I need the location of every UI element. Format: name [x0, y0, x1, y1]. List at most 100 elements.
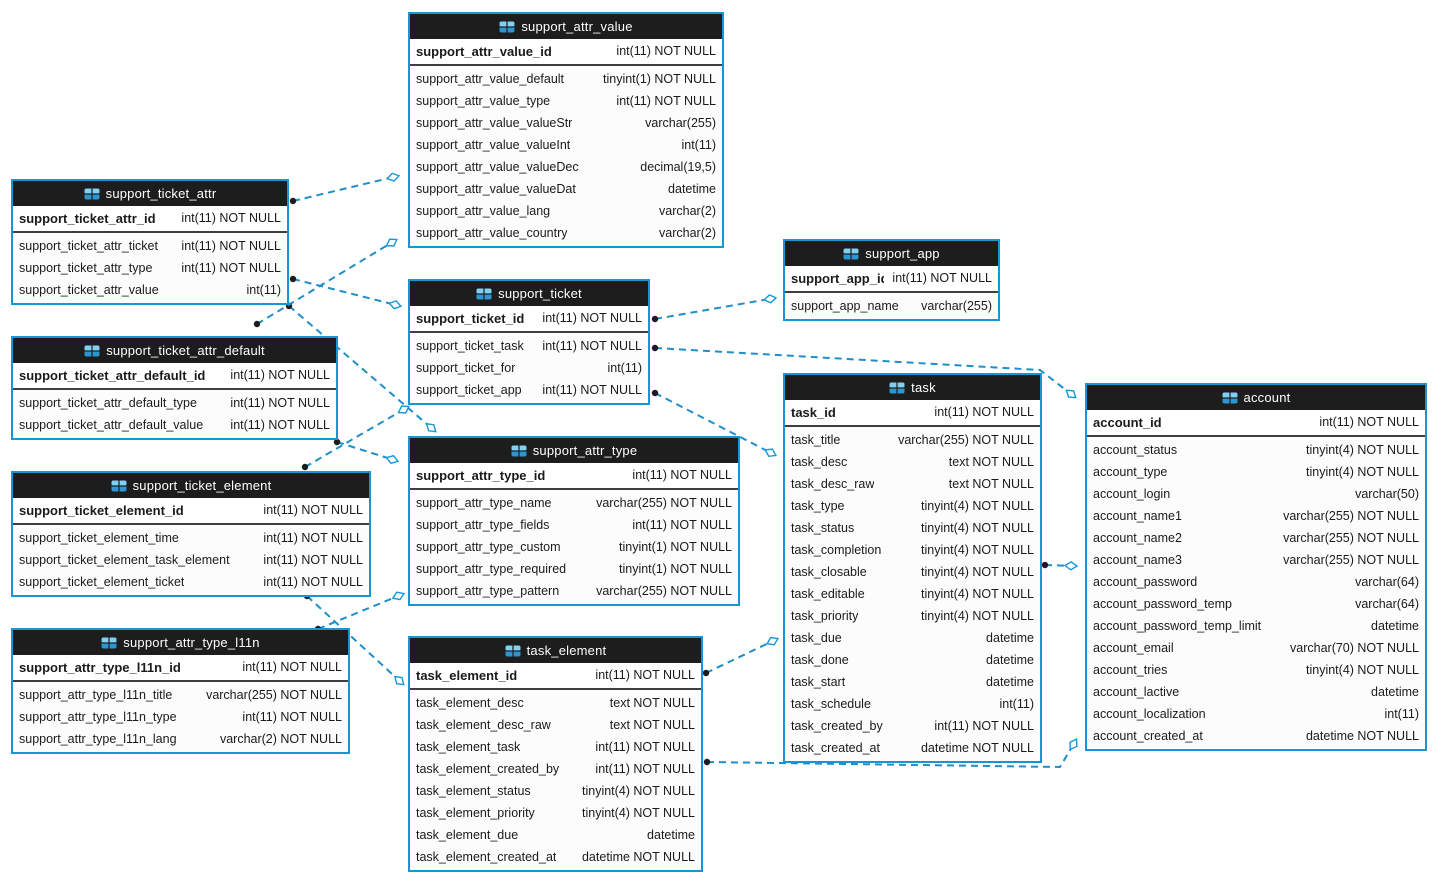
table-header[interactable]: support_ticket_element [13, 473, 369, 498]
table-header[interactable]: task [785, 375, 1040, 400]
table-header[interactable]: support_ticket_attr [13, 181, 287, 206]
table-header[interactable]: support_ticket_attr_default [13, 338, 336, 363]
table-header[interactable]: support_attr_type [410, 438, 738, 463]
relationship-line[interactable] [293, 176, 398, 201]
table-support_attr_type_l11n[interactable]: support_attr_type_l11n support_attr_type_… [11, 628, 350, 754]
table-header[interactable]: support_ticket [410, 281, 648, 306]
relationship-line[interactable] [1045, 565, 1076, 566]
table-header[interactable]: support_attr_type_l11n [13, 630, 348, 655]
table-header[interactable]: support_attr_value [410, 14, 722, 39]
relationship-line[interactable] [655, 298, 775, 319]
table-header[interactable]: support_app [785, 241, 998, 266]
table-header[interactable]: task_element [410, 638, 701, 663]
relationship-line[interactable] [706, 639, 777, 673]
relationship-line[interactable] [293, 279, 400, 306]
relationship-line[interactable] [337, 442, 397, 461]
